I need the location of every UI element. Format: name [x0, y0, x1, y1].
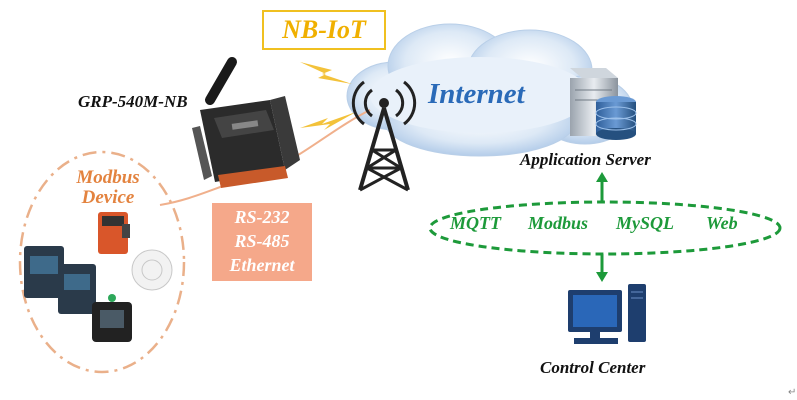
modbus-devices-icon — [24, 212, 173, 342]
application-server-label: Application Server — [520, 150, 651, 169]
protocols-outline — [428, 200, 782, 256]
antenna-tower-icon — [351, 80, 417, 192]
gateway-name-label: GRP-540M-NB — [78, 92, 188, 111]
internet-label: Internet — [428, 78, 525, 110]
nbiot-label: NB-IoT — [282, 15, 366, 44]
protocol-item: Web — [706, 213, 738, 233]
computer-icon — [568, 284, 646, 344]
wireless-bolt-icon — [300, 62, 356, 130]
interface-item: Ethernet — [229, 255, 295, 275]
interface-item: RS-232 — [234, 207, 290, 227]
modbus-device-label-line2: Device — [81, 187, 135, 208]
control-link-arrow — [596, 254, 608, 282]
protocol-item: Modbus — [528, 213, 589, 233]
control-center-label: Control Center — [540, 358, 646, 377]
server-link-arrow — [596, 172, 608, 202]
gateway-device-icon — [192, 57, 300, 188]
modbus-device-group-outline — [18, 150, 186, 374]
internet-cloud — [346, 23, 634, 157]
protocol-item: MySQL — [616, 213, 674, 233]
protocol-item: MQTT — [450, 213, 501, 233]
modbus-device-label-line1: Modbus — [76, 167, 140, 188]
modbus-device-label: Modbus Device — [70, 168, 146, 208]
corner-mark: ↵ — [788, 387, 796, 398]
interfaces-box: RS-232 RS-485 Ethernet — [212, 203, 312, 281]
interface-item: RS-485 — [234, 231, 290, 251]
application-server-icon — [570, 68, 637, 140]
nbiot-badge: NB-IoT — [262, 10, 386, 50]
